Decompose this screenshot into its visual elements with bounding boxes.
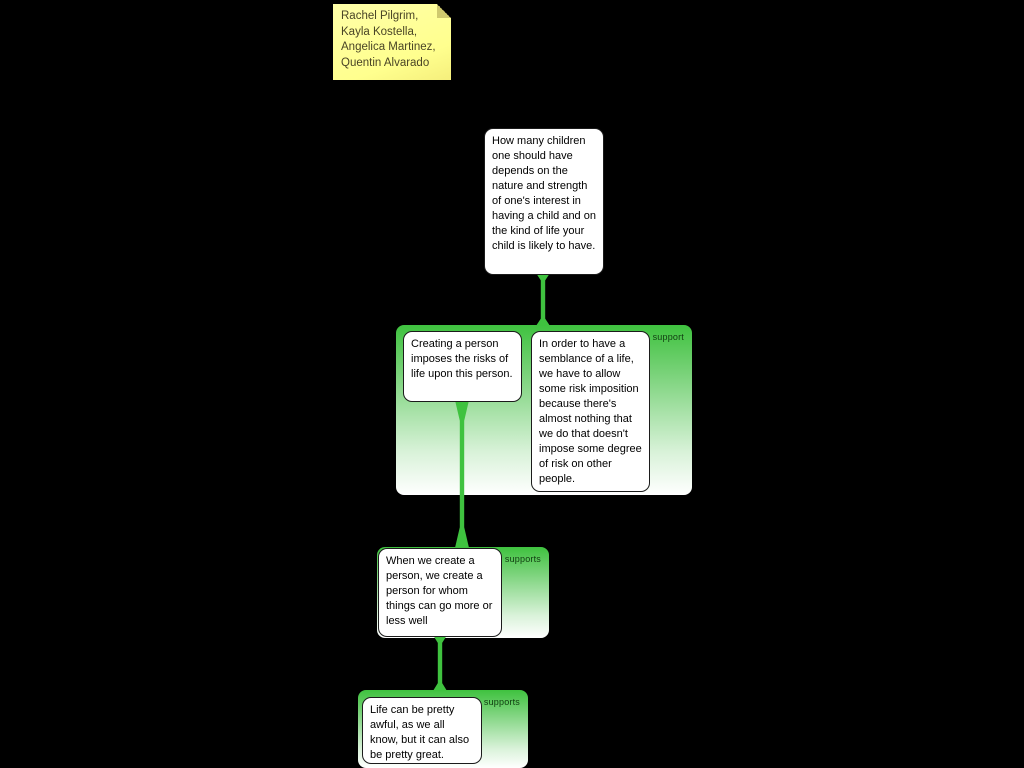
group-label: support: [652, 332, 684, 342]
reason-node-life-awful-great[interactable]: Life can be pretty awful, as we all know…: [362, 697, 482, 764]
support-connector-1[interactable]: [535, 273, 551, 326]
claim-node-root[interactable]: How many children one should have depend…: [484, 128, 604, 275]
sticky-note-line: Rachel Pilgrim,: [341, 10, 419, 22]
sticky-note-fold-icon: [437, 4, 451, 18]
reason-node-risk-imposition[interactable]: In order to have a semblance of a life, …: [531, 331, 650, 492]
support-connector-3[interactable]: [432, 635, 448, 691]
sticky-note-line: Angelica Martinez,: [341, 41, 436, 53]
reason-node-creating-person[interactable]: Creating a person imposes the risks of l…: [403, 331, 522, 402]
group-label: supports: [483, 697, 520, 707]
reason-node-create-person[interactable]: When we create a person, we create a per…: [378, 548, 502, 637]
sticky-note[interactable]: Rachel Pilgrim, Kayla Kostella, Angelica…: [333, 4, 451, 80]
sticky-note-line: Quentin Alvarado: [341, 56, 430, 69]
sticky-note-line: Kayla Kostella,: [341, 25, 418, 38]
group-label: supports: [504, 554, 541, 564]
